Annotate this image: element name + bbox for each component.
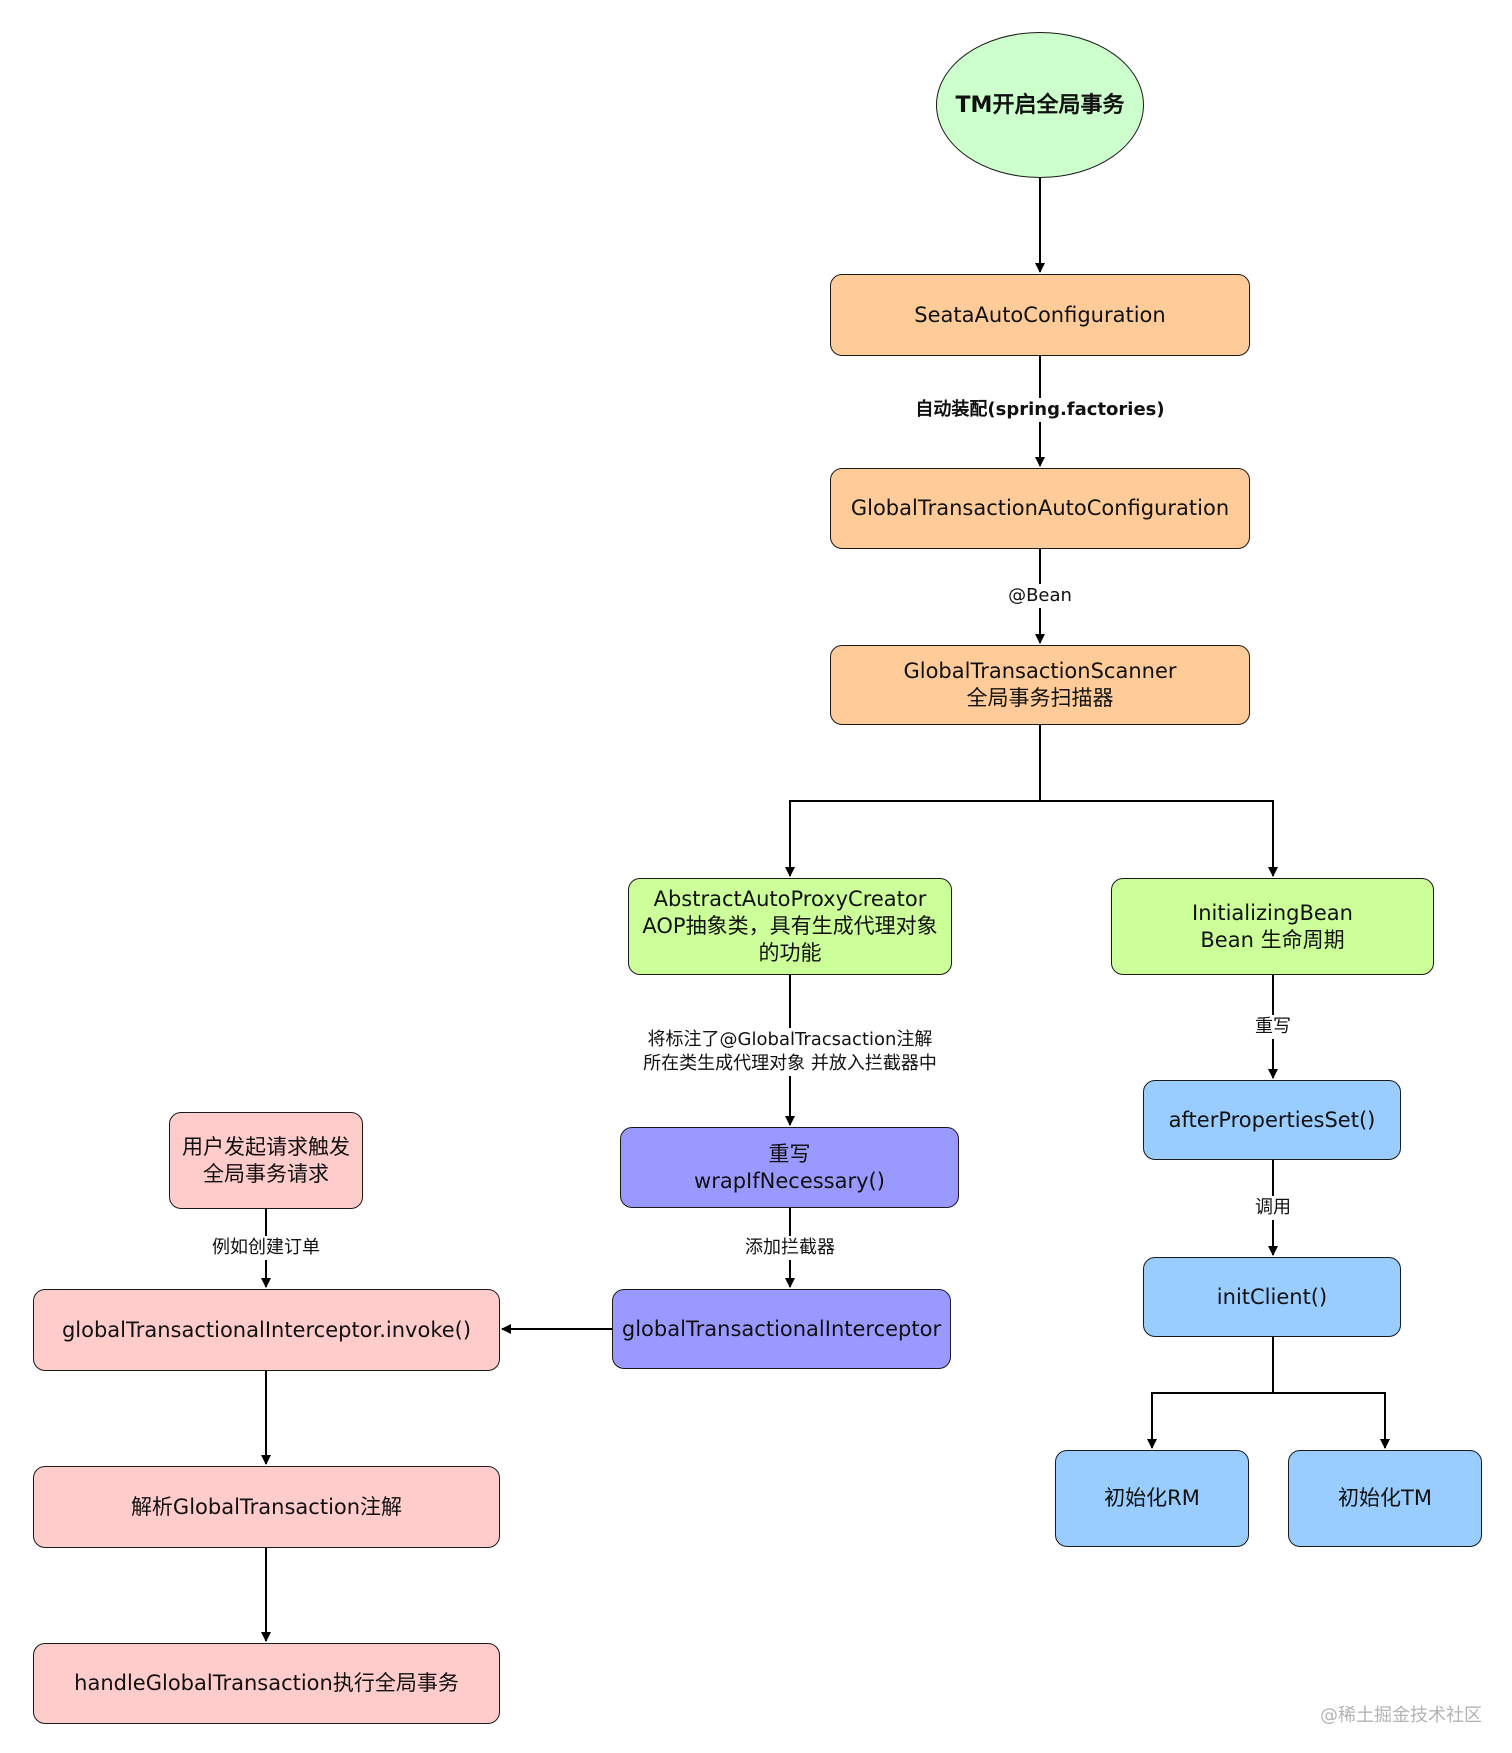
node-user-request: 用户发起请求触发 全局事务请求 [169, 1112, 363, 1209]
node-abstract-auto-proxy-creator: AbstractAutoProxyCreator AOP抽象类，具有生成代理对象… [628, 878, 952, 975]
node-wrap-if-necessary: 重写 wrapIfNecessary() [620, 1127, 959, 1208]
node-init-client: initClient() [1143, 1257, 1401, 1337]
edge-scanner-to-initbean [1040, 800, 1278, 877]
edge-label-example-order: 例如创建订单 [210, 1236, 322, 1260]
node-initializing-bean: InitializingBean Bean 生命周期 [1111, 878, 1434, 975]
node-interceptor-invoke: globalTransactionalInterceptor.invoke() [33, 1289, 500, 1371]
edge-label-proxy-note: 将标注了@GlobalTracsaction注解 所在类生成代理对象 并放入拦截… [641, 1028, 939, 1076]
watermark: @稀土掘金技术社区 [1320, 1705, 1482, 1726]
node-handle-global-transaction: handleGlobalTransaction执行全局事务 [33, 1643, 500, 1724]
node-global-transactional-interceptor: globalTransactionalInterceptor [612, 1289, 951, 1369]
edge-label-override: 重写 [1253, 1015, 1293, 1039]
node-parse-annotation: 解析GlobalTransaction注解 [33, 1466, 500, 1548]
edge-scanner-to-aop [785, 725, 1041, 877]
node-global-transaction-scanner: GlobalTransactionScanner 全局事务扫描器 [830, 645, 1250, 725]
edge-label-call: 调用 [1253, 1196, 1293, 1220]
node-seata-auto-configuration: SeataAutoConfiguration [830, 274, 1250, 356]
edge-initclient-to-rm [1147, 1392, 1273, 1449]
edge-label-add-interceptor: 添加拦截器 [743, 1236, 837, 1260]
node-init-tm: 初始化TM [1288, 1450, 1482, 1547]
node-start: TM开启全局事务 [936, 32, 1144, 178]
node-after-properties-set: afterPropertiesSet() [1143, 1080, 1401, 1160]
edge-label-auto-assembly: 自动装配(spring.factories) [913, 398, 1167, 422]
node-global-transaction-auto-configuration: GlobalTransactionAutoConfiguration [830, 468, 1250, 549]
node-init-rm: 初始化RM [1055, 1450, 1249, 1547]
edge-label-bean: @Bean [1006, 584, 1074, 608]
edge-initclient-to-tm [1273, 1392, 1390, 1449]
